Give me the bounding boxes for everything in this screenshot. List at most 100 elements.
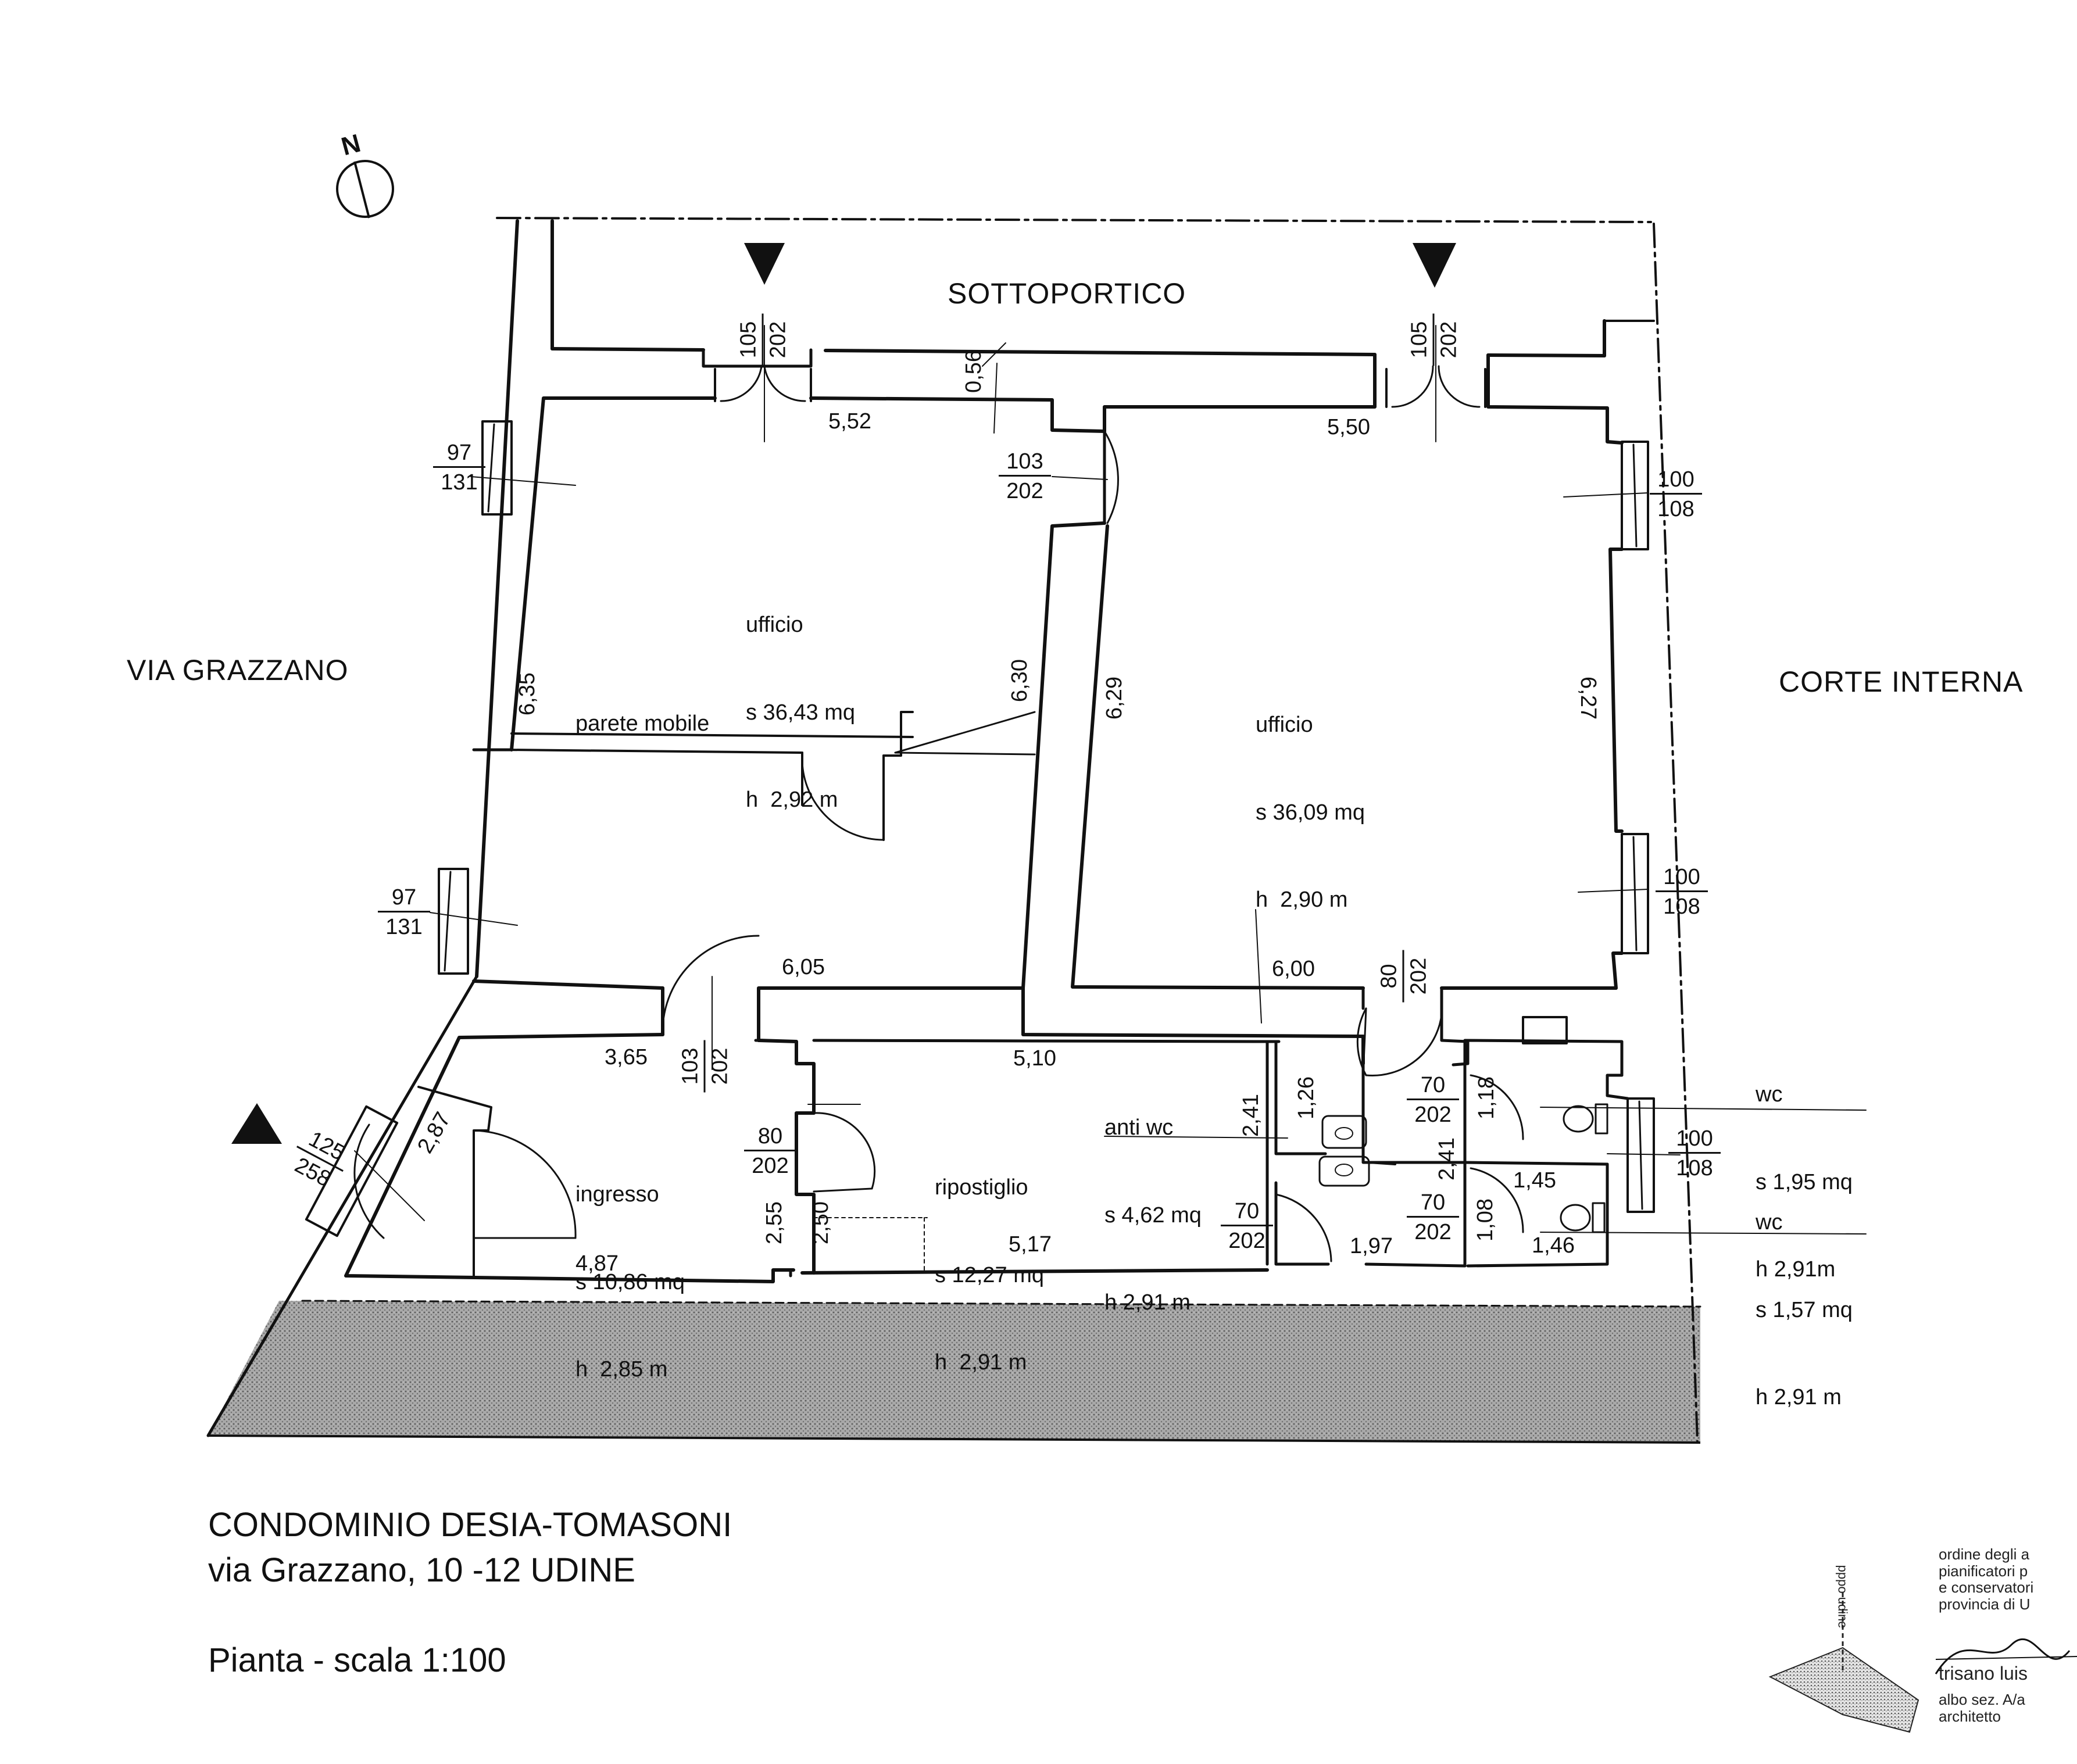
room-height: h 2,85 m: [575, 1357, 668, 1382]
stamp-triangle: [1768, 1647, 1919, 1733]
opening-width: 80: [1377, 950, 1404, 1003]
opening-window-left-2: 97 131: [378, 886, 430, 938]
room-height: h 2,91m: [1756, 1257, 1836, 1282]
room-name: ripostiglio: [935, 1175, 1028, 1200]
dim-wall-thickness: 0,56: [961, 350, 986, 393]
drawing-address: via Grazzano, 10 -12 UDINE: [208, 1551, 635, 1589]
opening-width: 80: [744, 1125, 796, 1151]
section-marker-top-left: [744, 243, 785, 285]
opening-height: 202: [707, 1047, 732, 1085]
section-marker-top-right: [1413, 243, 1456, 288]
dim-ingresso-top: 3,65: [605, 1045, 648, 1069]
dim-wc1-width: 1,45: [1513, 1168, 1556, 1193]
opening-door-wc-b: 70 202: [1221, 1200, 1273, 1252]
room-area: s 1,95 mq: [1756, 1169, 1853, 1194]
opening-width: 70: [1407, 1191, 1459, 1218]
dim-ripostiglio-top: 5,10: [1013, 1046, 1056, 1071]
street-label-top: SOTTOPORTICO: [948, 277, 1186, 310]
dim-ripostiglio-bottom: 5,17: [1009, 1232, 1052, 1257]
dim-wc1-height: 1,18: [1474, 1076, 1499, 1119]
dim-right-room-right-height: 6,27: [1575, 677, 1600, 720]
room-anti-wc: anti wc s 4,62 mq h 2,91 m: [1104, 1055, 1202, 1347]
opening-height: 202: [1228, 1229, 1265, 1253]
room-wc-2: wc s 1,57 mq h 2,91 m: [1756, 1150, 1853, 1441]
opening-height: 108: [1657, 497, 1695, 521]
dim-ripostiglio-left: 2,50: [808, 1201, 833, 1244]
opening-height: 202: [752, 1154, 789, 1178]
opening-height: 202: [1436, 321, 1461, 359]
room-name: ingresso: [575, 1182, 659, 1207]
room-name: ufficio: [746, 613, 803, 638]
room-area: s 10,86 mq: [575, 1269, 685, 1294]
opening-height: 202: [766, 321, 791, 359]
opening-door-ripostiglio: 80 202: [744, 1125, 796, 1177]
drawing-title: CONDOMINIO DESIA-TOMASONI: [208, 1506, 732, 1544]
room-ufficio-left: ufficio s 36,43 mq h 2,92 m: [746, 552, 855, 844]
room-ufficio-right: ufficio s 36,09 mq h 2,90 m: [1256, 652, 1365, 944]
opening-width: 97: [378, 886, 430, 913]
opening-door-wc-c: 70 202: [1407, 1191, 1459, 1243]
opening-height: 202: [1414, 1220, 1452, 1244]
dim-right-bottom-width: 6,00: [1272, 957, 1315, 981]
opening-width: 103: [678, 1040, 706, 1093]
opening-door-inner-top: 103 202: [999, 450, 1051, 502]
dim-ingresso-bottom: 4,87: [575, 1251, 619, 1276]
room-area: s 12,27 mq: [935, 1262, 1044, 1287]
opening-window-left-1: 97 131: [433, 442, 485, 493]
dim-ingresso-right: 2,55: [762, 1201, 787, 1244]
opening-width: 100: [1656, 866, 1708, 892]
opening-height: 202: [1006, 479, 1043, 503]
section-marker-entrance: [231, 1103, 282, 1144]
stamp-side-text: pppo udine: [1835, 1565, 1850, 1629]
room-area: s 4,62 mq: [1104, 1203, 1202, 1228]
room-height: h 2,90 m: [1256, 888, 1348, 913]
opening-door-top-right: 105 202: [1407, 313, 1461, 366]
opening-door-wc-a: 70 202: [1407, 1074, 1459, 1126]
north-arrow-icon: [336, 160, 394, 219]
room-height: h 2,91 m: [935, 1350, 1027, 1375]
room-name: wc: [1756, 1210, 1783, 1235]
opening-door-ingresso: 103 202: [678, 1040, 732, 1093]
room-area: s 36,09 mq: [1256, 800, 1365, 825]
room-height: h 2,91 m: [1756, 1385, 1842, 1410]
opening-height: 202: [1406, 957, 1431, 995]
opening-width: 97: [433, 442, 485, 468]
dim-wc2-height: 1,08: [1472, 1198, 1497, 1241]
dim-right-room-left-height: 6,29: [1102, 677, 1127, 720]
opening-door-anti-wc: 80 202: [1377, 950, 1431, 1003]
street-label-right: CORTE INTERNA: [1779, 665, 2024, 698]
room-ripostiglio: ripostiglio s 12,27 mq h 2,91 m: [935, 1115, 1044, 1407]
room-wc-1: wc s 1,95 mq h 2,91m: [1756, 1022, 1853, 1314]
dim-left-bottom-width: 6,05: [782, 955, 825, 979]
opening-height: 108: [1663, 894, 1700, 919]
room-height: h 2,91 m: [1104, 1290, 1191, 1315]
room-area: s 36,43 mq: [746, 700, 855, 725]
sidewalk-hatch: [208, 1301, 1700, 1443]
dim-wc-mid-height: 2,41: [1434, 1137, 1459, 1180]
dim-anti-wc-height: 2,41: [1238, 1094, 1263, 1137]
opening-width: 100: [1668, 1128, 1721, 1154]
room-area: s 1,57 mq: [1756, 1297, 1853, 1322]
opening-window-right-1: 100 108: [1650, 468, 1702, 520]
dim-top-right-width: 5,50: [1327, 415, 1370, 439]
opening-width: 105: [737, 313, 764, 366]
dim-anti-wc-inner: 1,26: [1293, 1076, 1318, 1119]
room-name: anti wc: [1104, 1115, 1174, 1140]
opening-width: 105: [1407, 313, 1435, 366]
stamp-text: ordine degli a pianificatori p e conserv…: [1939, 1545, 2034, 1613]
dim-top-left-width: 5,52: [828, 409, 871, 434]
opening-window-right-3: 100 108: [1668, 1128, 1721, 1179]
opening-width: 100: [1650, 468, 1702, 495]
stamp-role: albo sez. A/a architetto: [1939, 1691, 2025, 1725]
opening-window-right-2: 100 108: [1656, 866, 1708, 918]
partition-label: parete mobile: [575, 711, 710, 736]
room-height: h 2,92 m: [746, 788, 838, 813]
opening-width: 70: [1221, 1200, 1273, 1226]
room-name: ufficio: [1256, 713, 1313, 738]
stamp-name: trisano luis: [1939, 1663, 2028, 1684]
dim-wc2-width: 1,46: [1532, 1233, 1575, 1258]
room-name: wc: [1756, 1082, 1783, 1107]
opening-height: 108: [1676, 1156, 1713, 1180]
opening-width: 103: [999, 450, 1051, 477]
